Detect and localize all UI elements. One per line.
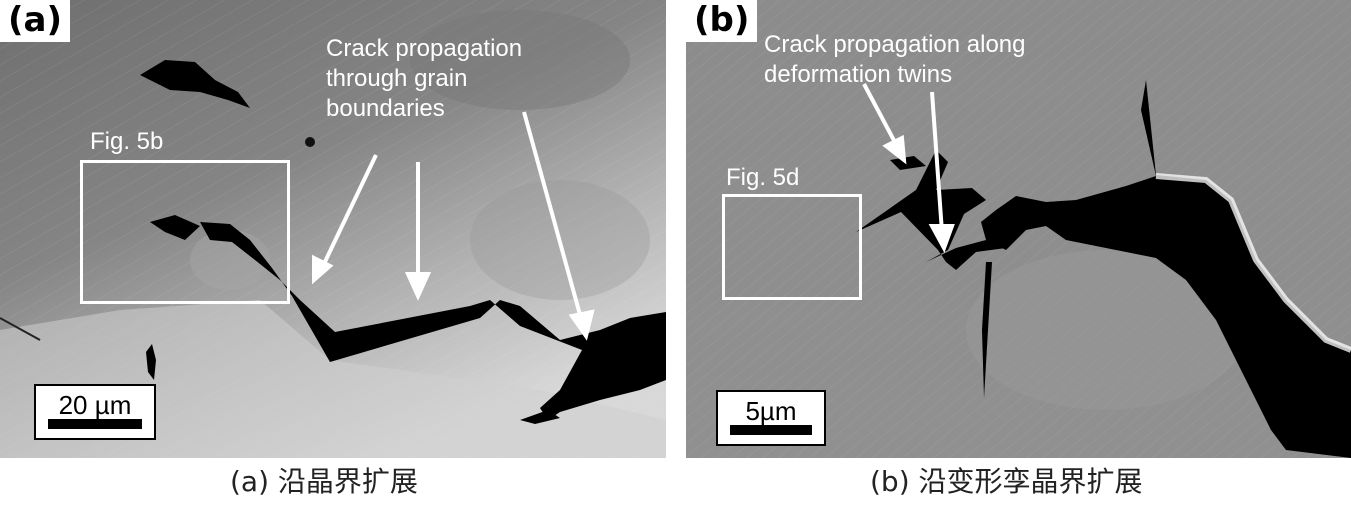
main-crack-b	[981, 80, 1351, 458]
inset-box-b	[722, 194, 862, 300]
annotation-line: through grain	[326, 65, 468, 92]
scale-bar-label-b: 5µm	[745, 396, 797, 426]
sem-image-a	[0, 0, 666, 458]
scale-bar-b: 5µm	[716, 390, 826, 446]
scale-bar-a: 20 µm	[34, 384, 156, 440]
caption-b: (b) 沿变形孪晶界扩展	[870, 465, 1143, 498]
scale-bar-label-a: 20 µm	[58, 390, 132, 420]
annotation-arrows-a	[312, 111, 595, 341]
panel-label-b: (b)	[686, 0, 758, 42]
annotation-text-b: Crack propagation along deformation twin…	[764, 30, 1026, 90]
scale-bar-line-a	[48, 419, 142, 429]
caption-a: (a) 沿晶界扩展	[230, 465, 418, 498]
annotation-line: Crack propagation along	[764, 31, 1026, 58]
micrograph-panel-a: (a) Crack propagation through grain boun…	[0, 0, 666, 458]
panel-label-a: (a)	[0, 0, 71, 42]
inset-label-a: Fig. 5b	[90, 128, 164, 155]
annotation-line: boundaries	[326, 95, 445, 122]
main-crack	[200, 222, 666, 420]
sem-image-b	[686, 0, 1351, 458]
inset-box-a	[80, 160, 290, 304]
annotation-text-a: Crack propagation through grain boundari…	[326, 34, 522, 124]
annotation-arrows-b	[862, 83, 955, 253]
annotation-line: Crack propagation	[326, 35, 523, 62]
inset-label-b: Fig. 5d	[726, 164, 800, 191]
micrograph-panel-b: (b) Crack propagation along deformation …	[686, 0, 1351, 458]
scale-bar-line-b	[730, 425, 812, 435]
annotation-line: deformation twins	[764, 61, 953, 88]
